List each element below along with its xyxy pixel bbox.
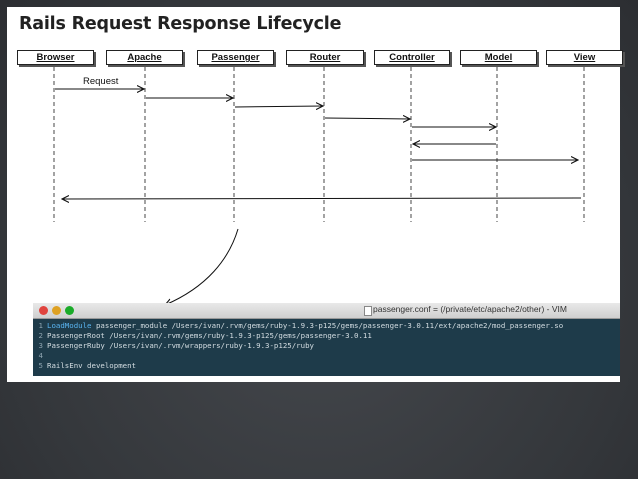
actor-passenger: Passenger [197,50,274,65]
vim-window: passenger.conf = (/private/etc/apache2/o… [33,303,620,376]
sequence-diagram [53,67,585,382]
document-icon [364,306,372,316]
actor-router: Router [286,50,364,65]
vim-titlebar: passenger.conf = (/private/etc/apache2/o… [33,303,620,319]
code-line: 3 PassengerRuby /Users/ivan/.rvm/wrappers… [33,341,620,351]
pointer-arrow [165,228,239,305]
message-arrow [62,198,582,199]
code-line: 2 PassengerRoot /Users/ivan/.rvm/gems/rub… [33,331,620,341]
actor-browser: Browser [17,50,94,65]
zoom-window-button[interactable] [65,306,74,315]
line-number: 5 [38,361,43,370]
line-number: 2 [38,331,43,340]
code-line: 1 LoadModule passenger_module /Users/ivan… [33,321,620,331]
message-label-request: Request [83,76,119,87]
code-line: 4 [33,351,620,361]
vim-window-title: passenger.conf = (/private/etc/apache2/o… [373,304,567,314]
actor-view: View [546,50,623,65]
line-number: 3 [38,341,43,350]
actor-controller: Controller [374,50,450,65]
code-line: 5 RailsEnv development [33,361,620,371]
actor-model: Model [460,50,537,65]
minimize-window-button[interactable] [52,306,61,315]
code-keyword: LoadModule [47,321,92,330]
message-arrow [234,106,323,107]
line-number: 4 [38,351,43,360]
actor-apache: Apache [106,50,183,65]
message-arrow [324,118,410,119]
close-window-button[interactable] [39,306,48,315]
slide-title: Rails Request Response Lifecycle [19,14,342,34]
code-text: PassengerRuby /Users/ivan/.rvm/wrappers/… [47,341,314,350]
code-text: PassengerRoot /Users/ivan/.rvm/gems/ruby… [47,331,372,340]
code-text: RailsEnv development [47,361,136,370]
vim-editor[interactable]: 1 LoadModule passenger_module /Users/ivan… [33,319,620,371]
code-text: passenger_module /Users/ivan/.rvm/gems/r… [91,321,564,330]
line-number: 1 [38,321,43,330]
